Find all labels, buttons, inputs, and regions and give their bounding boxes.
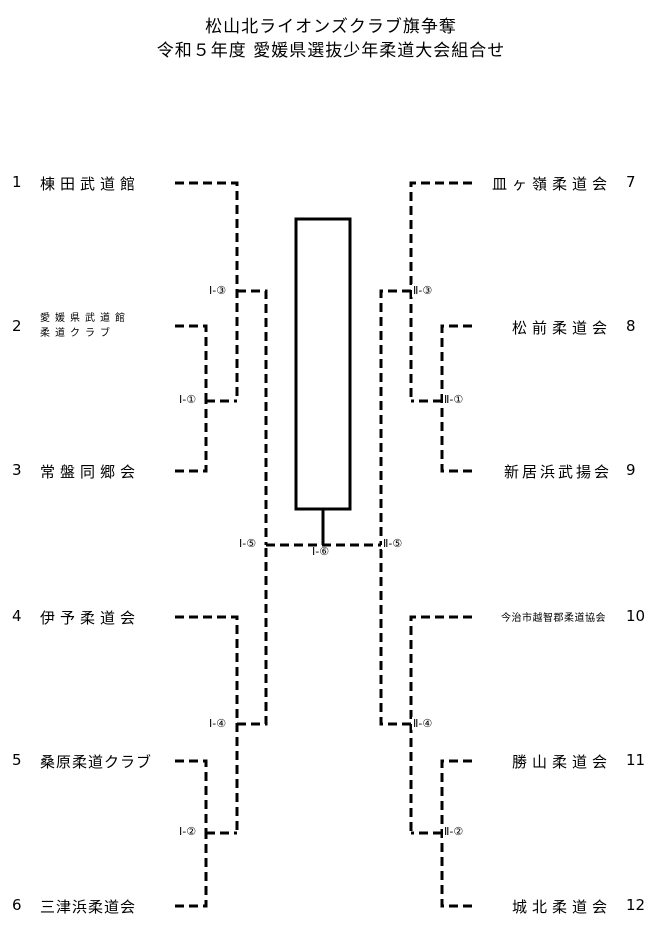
bracket-line-left-3 — [175, 401, 208, 473]
team-name-12: 城北柔道会 — [511, 898, 612, 916]
match-label-right-2: Ⅱ-② — [443, 825, 465, 838]
match-label-right-1: Ⅱ-① — [443, 393, 465, 406]
bracket-line-left-2 — [175, 324, 208, 401]
bracket-line-right-match3 — [379, 289, 411, 545]
bracket-line-left-4 — [175, 615, 239, 833]
team-name-10: 今治市越智郡柔道協会 — [501, 613, 606, 624]
team-number-10: 10 — [626, 607, 646, 625]
bracket-line-right-8 — [440, 324, 472, 401]
team-number-1: 1 — [12, 173, 22, 191]
bracket-line-left-5 — [175, 759, 208, 833]
team-number-2: 2 — [12, 317, 22, 335]
winner-box — [294, 217, 352, 511]
team-number-5: 5 — [12, 751, 22, 769]
team-number-9: 9 — [626, 461, 636, 479]
match-label-right-4: Ⅱ-④ — [412, 717, 434, 730]
bracket-line-right-9 — [440, 401, 472, 473]
match-label-right-5: Ⅱ-⑤ — [382, 537, 404, 550]
bracket-line-right-11 — [440, 759, 472, 833]
bracket-line-left-match4 — [237, 545, 268, 726]
team-name-3: 常盤同郷会 — [40, 463, 141, 481]
team-number-8: 8 — [626, 317, 636, 335]
team-number-4: 4 — [12, 607, 22, 625]
match-label-left-3: Ⅰ-③ — [208, 284, 228, 297]
match-label-right-3: Ⅱ-③ — [412, 284, 434, 297]
match-label-left-5: Ⅰ-⑤ — [238, 537, 258, 550]
team-number-12: 12 — [626, 896, 646, 914]
bracket-line-right-12 — [440, 833, 472, 908]
match-label-left-2: Ⅰ-② — [178, 825, 198, 838]
team-name-8: 松前柔道会 — [511, 319, 612, 337]
team-name-5: 桑原柔道クラブ — [40, 753, 153, 771]
tournament-title: 松山北ライオンズクラブ旗争奪 — [205, 17, 457, 37]
team-number-6: 6 — [12, 896, 22, 914]
bracket-line-right-10 — [409, 615, 472, 833]
team-name-11: 勝山柔道会 — [511, 753, 612, 771]
match-label-left-1: Ⅰ-① — [178, 393, 198, 406]
bracket-line-right-match4 — [379, 545, 411, 726]
team-name-6: 三津浜柔道会 — [40, 898, 137, 916]
team-name-2-line1: 愛媛県武道館 — [40, 313, 130, 324]
bracket-line-right-7 — [409, 181, 472, 401]
match-label-left-4: Ⅰ-④ — [208, 717, 228, 730]
team-number-3: 3 — [12, 461, 22, 479]
bracket-line-left-1 — [175, 181, 239, 401]
team-name-7: 皿ヶ嶺柔道会 — [491, 175, 612, 193]
team-name-4: 伊予柔道会 — [40, 609, 141, 627]
match-label-final: Ⅰ-⑥ — [312, 545, 330, 558]
team-name-9: 新居浜武揚会 — [503, 463, 612, 481]
bracket-line-left-6 — [175, 833, 208, 908]
team-name-1: 棟田武道館 — [40, 175, 141, 193]
team-number-7: 7 — [626, 173, 636, 191]
bracket-line-left-match3 — [237, 289, 268, 545]
team-name-2-line2: 柔道クラブ — [40, 328, 115, 339]
team-number-11: 11 — [626, 751, 646, 769]
tournament-subtitle: 令和５年度 愛媛県選抜少年柔道大会組合せ — [156, 41, 506, 61]
